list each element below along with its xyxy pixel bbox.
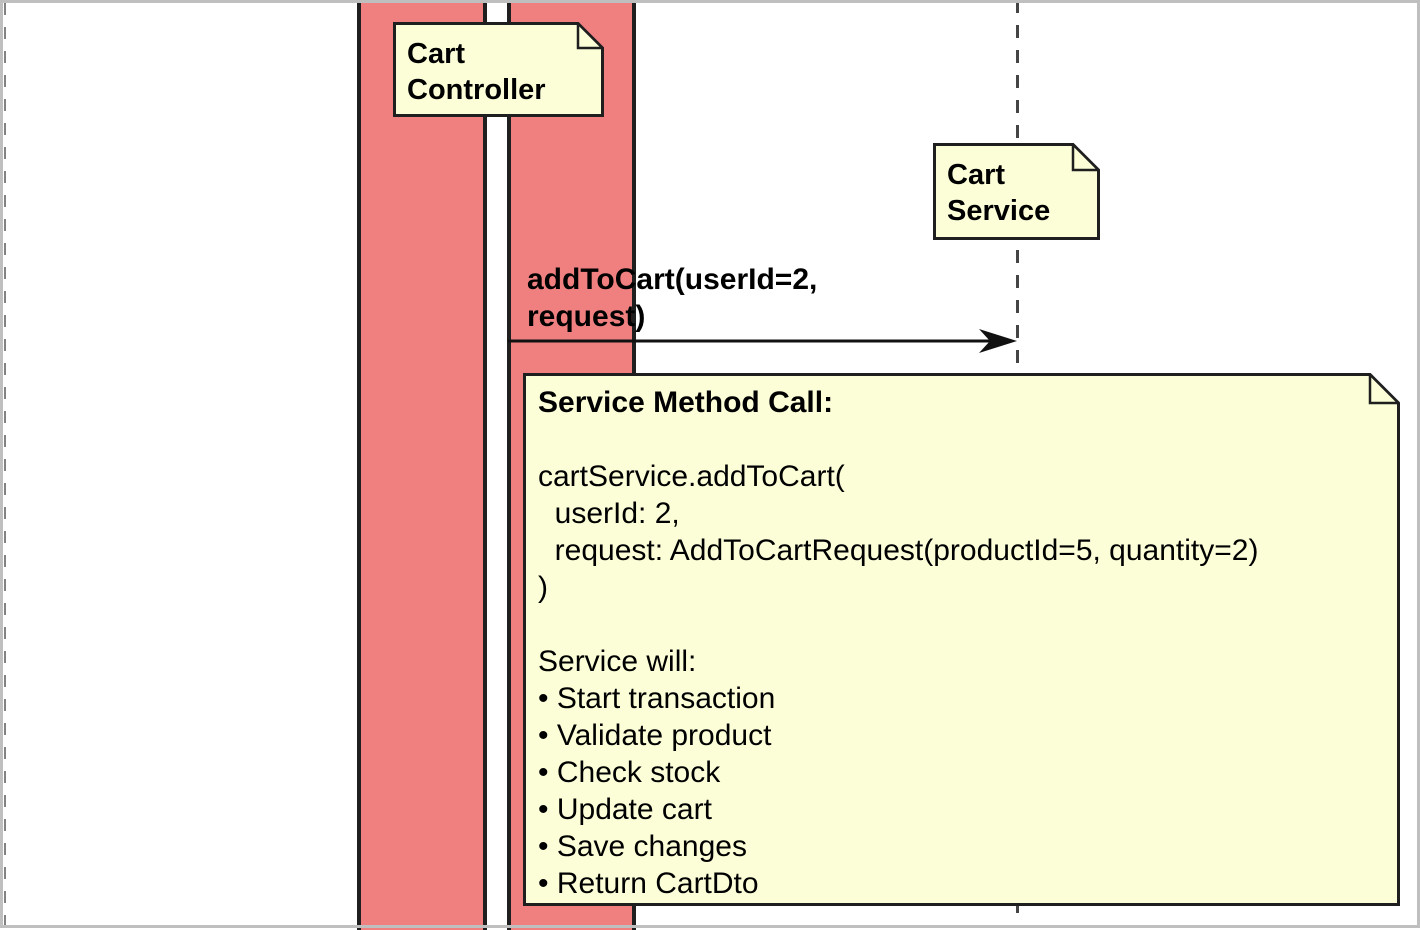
note-shape [933,143,1100,240]
page-boundary-dashed-line [4,3,6,925]
note-shape [523,373,1400,906]
participant-note-cart-service: Cart Service [933,143,1100,240]
note-fold-corner-icon [576,22,604,50]
note-fold-corner-icon [1368,373,1400,405]
note-body: cartService.addToCart( userId: 2, reques… [538,460,1259,900]
participant-label-cart-service: Cart Service [947,159,1051,227]
note-title: Service Method Call: [538,386,834,419]
message-label: addToCart(userId=2, request) [527,263,818,333]
message-arrow [508,329,1017,353]
participant-note-cart-controller: Cart Controller [393,22,604,117]
activation-bar-left [357,0,487,930]
note-fold-corner-icon [1071,143,1100,172]
message-arrowhead-icon [979,329,1017,353]
participant-label-cart-controller: Cart Controller [407,38,546,106]
note-shape [393,22,604,117]
service-method-call-note: Service Method Call: cartService.addToCa… [523,373,1400,906]
